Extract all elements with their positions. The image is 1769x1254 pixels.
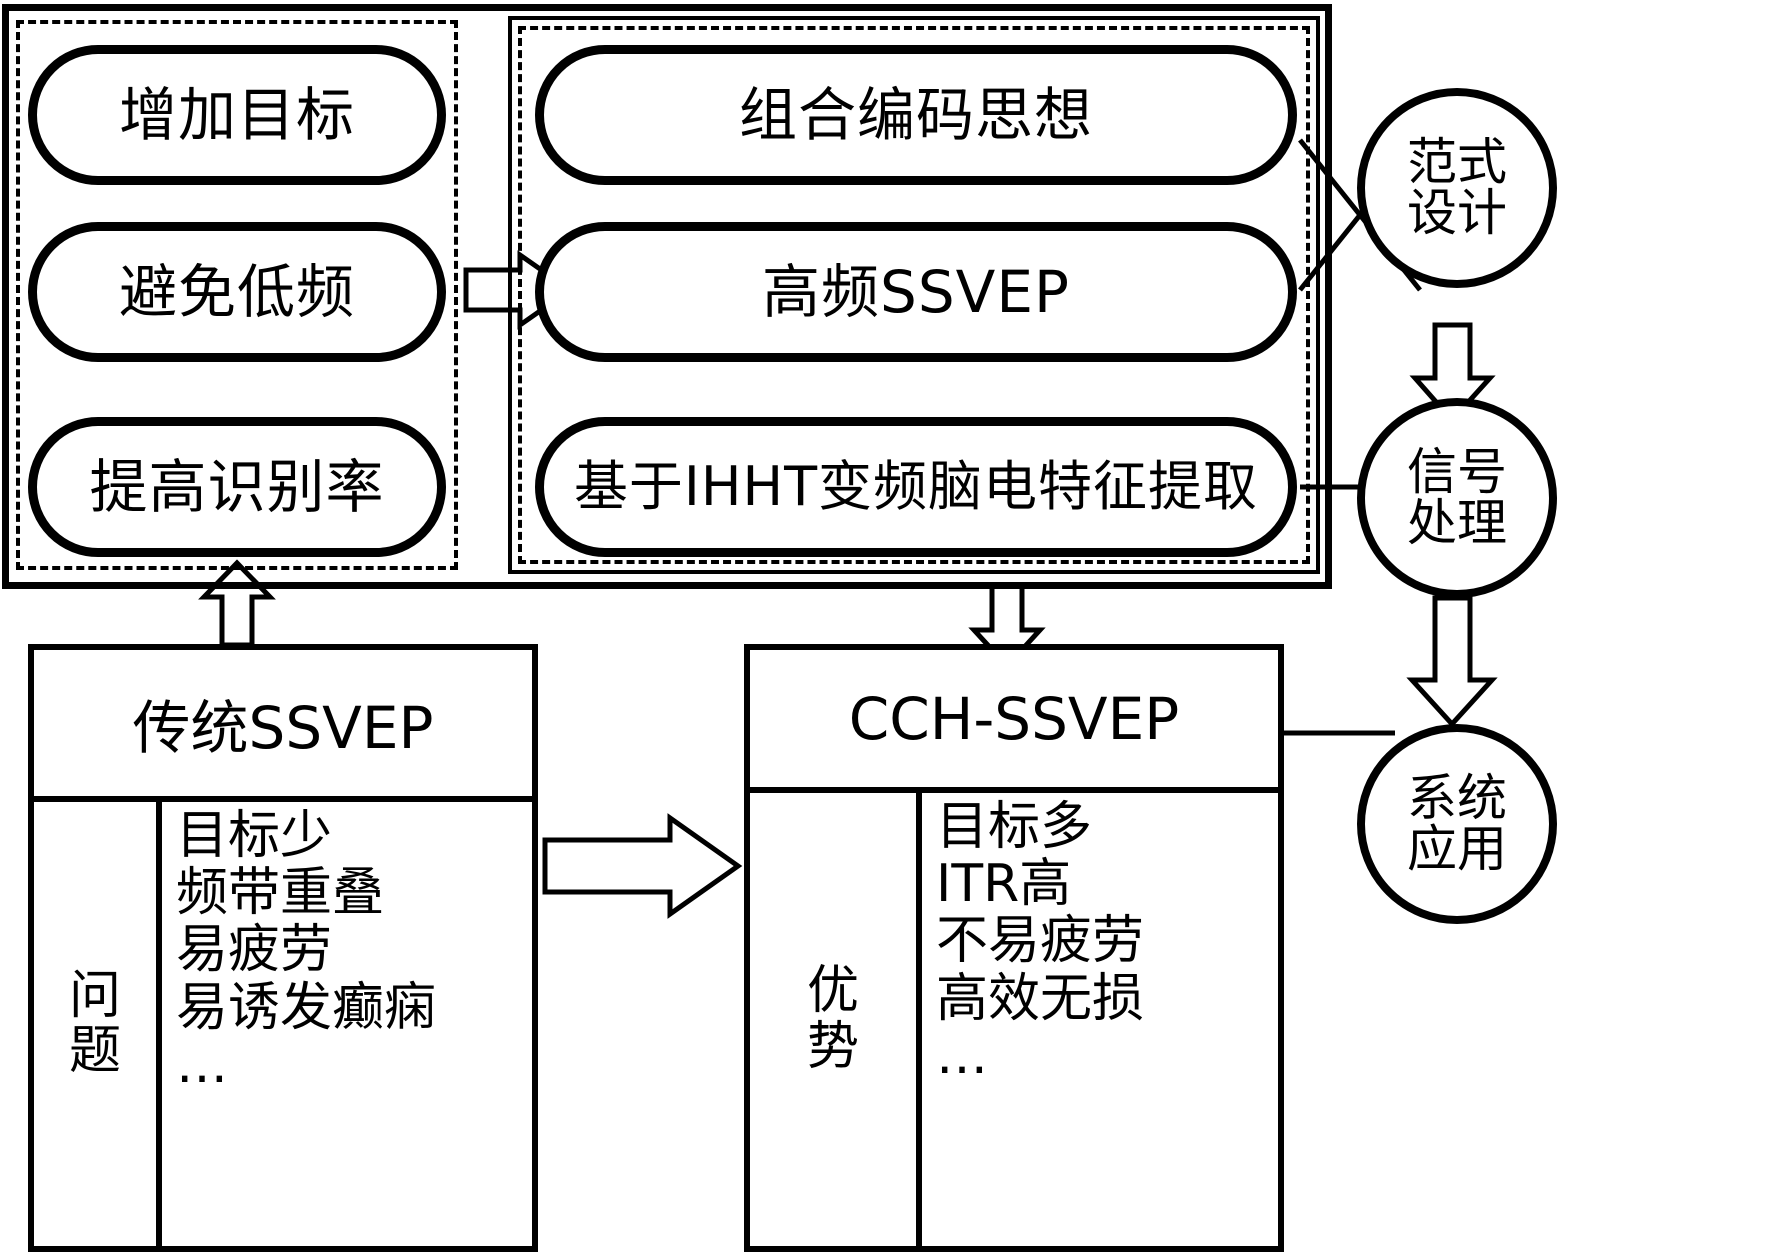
cch-ssvep-row-label: 优 势	[750, 793, 922, 1246]
traditional-label-line-2: 题	[68, 1021, 121, 1081]
cch-ssvep-header: CCH-SSVEP	[750, 650, 1278, 793]
stage-circle-paradigm-design[interactable]: 范式 设计	[1357, 88, 1557, 288]
traditional-problem-item: 目标少	[176, 806, 333, 866]
stage-paradigm-line-1: 范式	[1407, 133, 1507, 191]
goals-panel	[16, 20, 458, 570]
stage-signal-line-2: 处理	[1407, 494, 1507, 552]
cch-ssvep-table: CCH-SSVEP 优 势 目标多 ITR高 不易疲劳 高效无损 …	[744, 644, 1284, 1252]
method-item-ihht-feature-extraction[interactable]: 基于IHHT变频脑电特征提取	[535, 417, 1297, 557]
cch-label-line-1: 优	[806, 961, 859, 1022]
method-item-high-frequency-ssvep[interactable]: 高频SSVEP	[535, 222, 1297, 362]
stage-circle-signal-processing[interactable]: 信号 处理	[1357, 398, 1557, 598]
cch-advantage-item: 不易疲劳	[936, 911, 1145, 972]
method-item-combination-coding[interactable]: 组合编码思想	[535, 45, 1297, 185]
traditional-ssvep-problem-list: 目标少 频带重叠 易疲劳 易诱发癫痫 …	[162, 802, 532, 1246]
goal-item-avoid-low-frequency[interactable]: 避免低频	[28, 222, 446, 362]
stage-circle-system-application[interactable]: 系统 应用	[1357, 724, 1557, 924]
cch-advantage-item: ITR高	[936, 854, 1072, 915]
stage-signal-line-1: 信号	[1407, 443, 1507, 501]
stage-system-line-2: 应用	[1407, 820, 1507, 878]
cch-advantage-item-ellipsis: …	[936, 1025, 992, 1086]
traditional-ssvep-header: 传统SSVEP	[34, 650, 532, 802]
traditional-problem-item: 频带重叠	[176, 863, 385, 924]
goal-item-increase-targets[interactable]: 增加目标	[28, 45, 446, 185]
traditional-label-line-1: 问	[68, 965, 121, 1026]
arrow-traditional-to-cch	[542, 813, 743, 919]
methods-panel	[518, 26, 1310, 564]
goal-item-improve-accuracy[interactable]: 提高识别率	[28, 417, 446, 557]
arrow-signal-to-system	[1406, 595, 1498, 728]
traditional-ssvep-row-label: 问 题	[34, 802, 162, 1246]
cch-ssvep-body: 优 势 目标多 ITR高 不易疲劳 高效无损 …	[750, 793, 1278, 1246]
traditional-problem-item: 易诱发癫痫	[176, 977, 437, 1038]
stage-paradigm-line-2: 设计	[1407, 184, 1507, 242]
traditional-problem-item-ellipsis: …	[176, 1034, 232, 1095]
cch-ssvep-advantage-list: 目标多 ITR高 不易疲劳 高效无损 …	[922, 793, 1278, 1246]
traditional-problem-item: 易疲劳	[176, 920, 333, 981]
traditional-ssvep-body: 问 题 目标少 频带重叠 易疲劳 易诱发癫痫 …	[34, 802, 532, 1246]
framework-outer-frame	[2, 4, 1332, 589]
cch-advantage-item: 目标多	[936, 797, 1093, 857]
cch-label-line-2: 势	[806, 1016, 859, 1077]
traditional-ssvep-table: 传统SSVEP 问 题 目标少 频带重叠 易疲劳 易诱发癫痫 …	[28, 644, 538, 1252]
stage-system-line-1: 系统	[1407, 769, 1507, 827]
methods-panel-outer	[508, 16, 1320, 574]
cch-advantage-item: 高效无损	[936, 968, 1145, 1029]
